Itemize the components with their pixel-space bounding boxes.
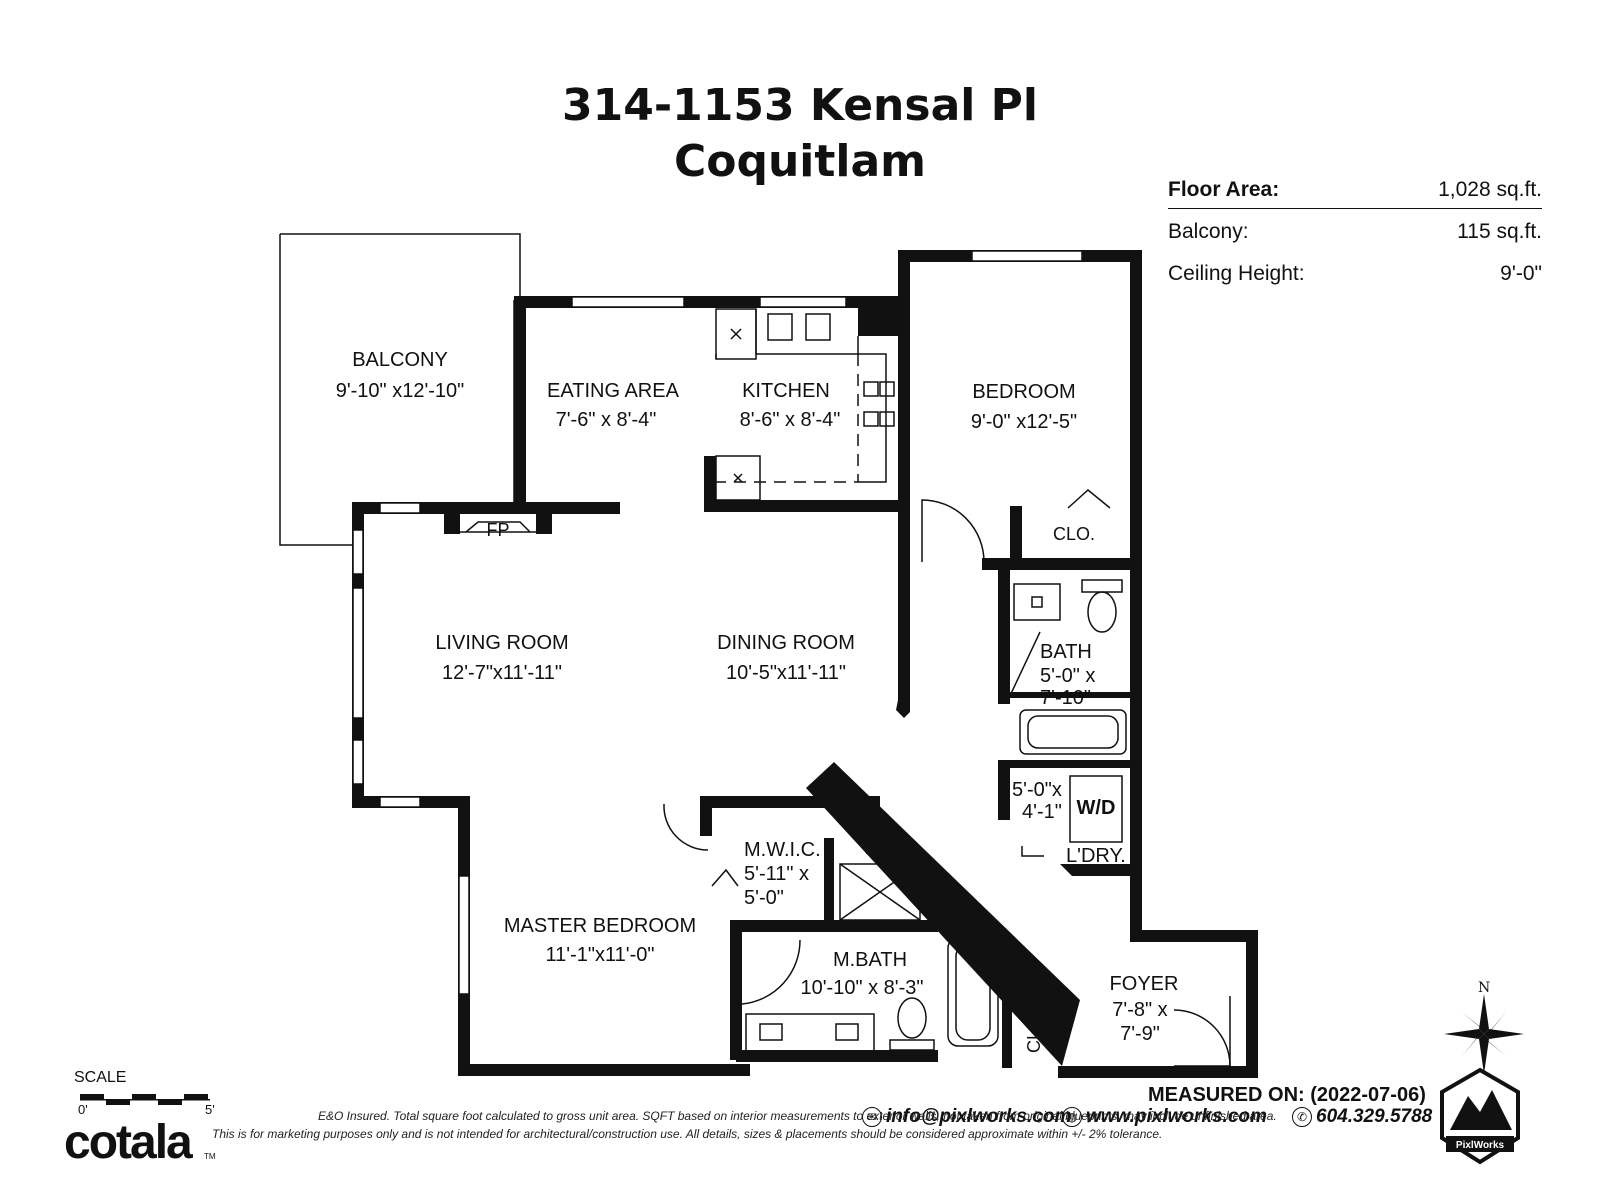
bath-dims-2: 7'-10" [1040, 687, 1091, 709]
foyer-dims-2: 7'-9" [1120, 1023, 1160, 1045]
mountain-logo-icon [1440, 1067, 1520, 1165]
laundry-name: L'DRY. [1066, 845, 1126, 867]
compass-north-label: N [1478, 980, 1491, 996]
room-labels: BALCONY 9'-10" x12'-10" EATING AREA 7'-6… [336, 349, 1179, 1053]
contact-website[interactable]: www.pixlworks.com [1086, 1106, 1267, 1127]
brand-trademark: TM [204, 1152, 216, 1161]
bedroom-closet-label: CLO. [1053, 524, 1095, 544]
foyer-dims-1: 7'-8" x [1112, 999, 1167, 1021]
plan-title-city: Coquitlam [673, 136, 927, 187]
balcony-name: BALCONY [352, 349, 448, 371]
ceiling-height-label: Ceiling Height: [1168, 262, 1305, 285]
fireplace-label: FP [486, 520, 509, 540]
balcony-area-value: 115 sq.ft. [1457, 220, 1542, 243]
foyer-name: FOYER [1110, 973, 1179, 995]
scale-start-label: 0' [78, 1102, 88, 1117]
contact-phone[interactable]: 604.329.5788 [1316, 1106, 1433, 1127]
bedroom-dims: 9'-0" x12'-5" [971, 411, 1077, 433]
phone-icon: ✆ [1292, 1107, 1312, 1127]
disclaimer-line-1: E&O Insured. Total square foot calculate… [318, 1109, 1277, 1123]
scale-end-label: 5' [205, 1102, 215, 1117]
mwic-dims-2: 5'-0" [744, 887, 784, 909]
bath-fixtures [745, 579, 1127, 1053]
plan-title-address: 314-1153 Kensal Pl [562, 80, 1038, 131]
kitchen-dims: 8'-6" x 8'-4" [740, 409, 841, 431]
master-bath-name: M.BATH [833, 949, 907, 971]
master-bedroom-dims: 11'-1"x11'-0" [546, 944, 655, 966]
logo-text: PixlWorks [1456, 1140, 1505, 1151]
doors [663, 489, 1231, 1067]
mwic-dims-1: 5'-11" x [744, 863, 809, 885]
fireplace-outline [460, 521, 536, 533]
measured-date: MEASURED ON: (2022-07-06) [1148, 1084, 1426, 1106]
kitchen-fixtures [715, 308, 895, 501]
balcony-area-label: Balcony: [1168, 220, 1249, 243]
washer-dryer-label: W/D [1077, 797, 1116, 819]
floor-area-row: Floor Area: 1,028 sq.ft. [1168, 178, 1542, 209]
contact-email[interactable]: info@pixlworks.com [886, 1106, 1072, 1127]
disclaimer-line-2: This is for marketing purposes only and … [212, 1127, 1163, 1141]
dining-room-name: DINING ROOM [717, 632, 855, 654]
ceiling-height-row: Ceiling Height: 9'-0" [1168, 262, 1542, 292]
mwic-name: M.W.I.C. [744, 839, 821, 861]
balcony-area-row: Balcony: 115 sq.ft. [1168, 220, 1542, 250]
master-bedroom-name: MASTER BEDROOM [504, 915, 696, 937]
brand-logo: cotala [64, 1116, 193, 1169]
interior-walls [444, 456, 1142, 1068]
dining-room-dims: 10'-5"x11'-11" [726, 662, 846, 684]
windows [352, 250, 1083, 995]
eating-area-dims: 7'-6" x 8'-4" [556, 409, 657, 431]
floor-area-label: Floor Area: [1168, 178, 1280, 201]
foyer-closet-label: CLO. [1024, 1011, 1044, 1053]
balcony-dims: 9'-10" x12'-10" [336, 380, 465, 402]
compass-icon [1444, 994, 1524, 1074]
mail-icon: ✉ [862, 1107, 882, 1127]
eating-area-name: EATING AREA [547, 380, 680, 402]
ceiling-height-value: 9'-0" [1500, 262, 1542, 285]
bedroom-name: BEDROOM [972, 381, 1075, 403]
floor-area-value: 1,028 sq.ft. [1438, 178, 1542, 201]
globe-icon: ◍ [1062, 1107, 1082, 1127]
bath-dims-1: 5'-0" x [1040, 665, 1095, 687]
laundry-dims-1: 5'-0"x [1012, 779, 1062, 801]
scale-bar [80, 1094, 210, 1105]
master-bath-dims: 10'-10" x 8'-3" [800, 977, 923, 999]
living-room-name: LIVING ROOM [435, 632, 568, 654]
kitchen-name: KITCHEN [742, 380, 830, 402]
living-room-dims: 12'-7"x11'-11" [442, 662, 562, 684]
bath-name: BATH [1040, 641, 1092, 663]
laundry-dims-2: 4'-1" [1022, 801, 1062, 823]
scale-label: SCALE [74, 1069, 127, 1086]
